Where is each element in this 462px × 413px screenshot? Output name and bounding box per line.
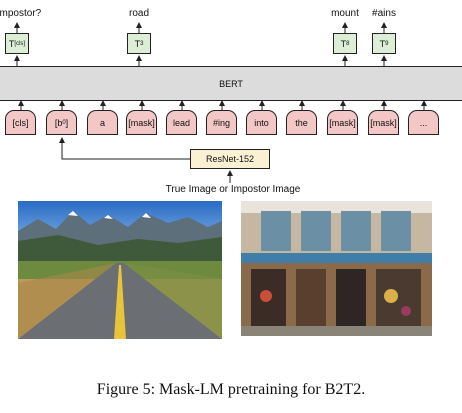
output-label-road: road bbox=[128, 8, 149, 19]
output-label-ains: #ains bbox=[372, 8, 396, 19]
resnet-encoder: ResNet-152 bbox=[190, 149, 270, 169]
bert-label: BERT bbox=[219, 78, 243, 89]
output-token-cls: T[cls] bbox=[5, 33, 29, 54]
input-token-ing: #ing bbox=[206, 110, 237, 135]
bert-encoder: BERT bbox=[0, 66, 462, 101]
figure-caption: Figure 5: Mask-LM pretraining for B2T2. bbox=[96, 381, 366, 398]
output-label-mount: mount bbox=[331, 8, 359, 19]
road-mountains-photo bbox=[18, 201, 222, 339]
input-token-cls: [cls] bbox=[5, 110, 36, 135]
image-caption: True Image or Impostor Image bbox=[165, 184, 301, 195]
input-token-into: into bbox=[246, 110, 277, 135]
output-label-impostor: Impostor? bbox=[0, 8, 42, 19]
input-token-mask: [mask] bbox=[327, 110, 358, 135]
input-token-lead: lead bbox=[166, 110, 197, 135]
building-shops-photo bbox=[241, 201, 432, 336]
input-token-a: a bbox=[87, 110, 118, 135]
input-token-ellipsis: ... bbox=[408, 110, 439, 135]
input-token-mask: [mask] bbox=[126, 110, 157, 135]
input-token-the: the bbox=[286, 110, 317, 135]
input-token-mask: [mask] bbox=[368, 110, 399, 135]
